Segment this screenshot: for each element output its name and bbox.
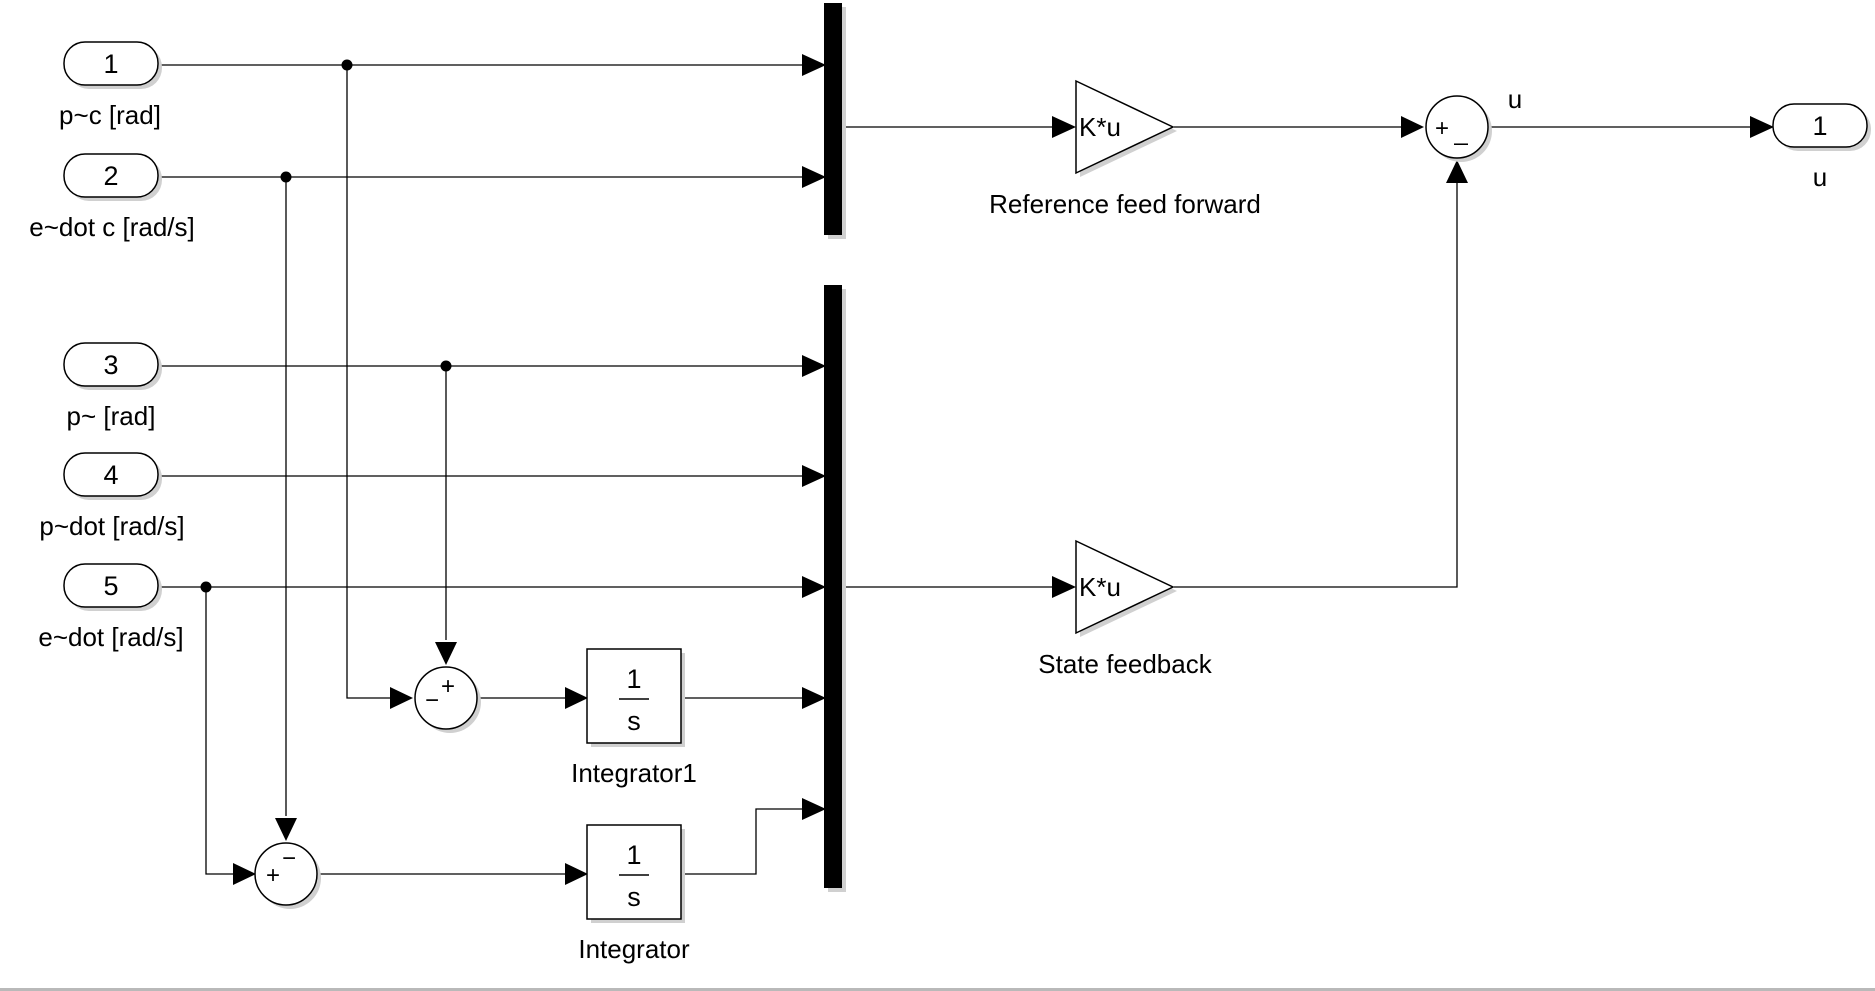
sum-integrator1[interactable]: − + <box>414 666 481 733</box>
arrow-outsum-bottom <box>1446 160 1468 183</box>
inport-2-shape <box>63 153 159 198</box>
wire-branch-in1 <box>346 65 398 699</box>
inport-2[interactable]: 2 e~dot c [rad/s] <box>29 153 195 242</box>
inport-3-label: p~ [rad] <box>67 401 156 431</box>
outport-1-shape <box>1772 103 1868 148</box>
sum-output-sign-b: _ <box>1453 119 1468 146</box>
inport-5-number: 5 <box>103 571 118 601</box>
inport-1-label: p~c [rad] <box>59 100 161 130</box>
integrator-numerator: 1 <box>626 840 641 870</box>
arrow-mux1-in2 <box>802 166 826 188</box>
gain-fb-text: K*u <box>1079 572 1121 602</box>
sum-integrator1-shape <box>414 666 478 730</box>
inport-1-shape <box>63 41 159 86</box>
inport-1[interactable]: 1 p~c [rad] <box>59 41 162 130</box>
inport-2-number: 2 <box>103 161 118 191</box>
inport-3[interactable]: 3 p~ [rad] <box>63 342 162 431</box>
branch-dot-in1 <box>341 59 353 71</box>
mux-bar-2 <box>824 285 842 888</box>
sum-integrator-sign-b: − <box>282 845 296 872</box>
inport-4-label: p~dot [rad/s] <box>39 511 184 541</box>
bottom-border <box>0 988 1875 991</box>
arrow-int1-in <box>565 687 588 709</box>
inport-4-shape <box>63 452 159 497</box>
gain-ff-shape <box>1075 79 1175 175</box>
sum-output[interactable]: + _ <box>1425 95 1492 162</box>
integrator1-denominator: s <box>627 706 641 736</box>
signal-u-label: u <box>1508 84 1522 114</box>
mux-2[interactable] <box>824 285 846 892</box>
mux-bar-1 <box>824 3 842 235</box>
arrow-sum1-left <box>390 687 413 709</box>
gain-reference-feed-forward[interactable]: K*u Reference feed forward <box>989 79 1261 219</box>
branch-dot-in3 <box>440 360 452 372</box>
inport-3-number: 3 <box>103 350 118 380</box>
arrow-mux2-in3 <box>802 576 826 598</box>
arrow-ff-gain-in <box>1052 116 1076 138</box>
arrow-sum2-left <box>233 863 256 885</box>
arrow-sum2-top <box>275 818 297 841</box>
inport-4[interactable]: 4 p~dot [rad/s] <box>39 452 185 541</box>
sum-output-shape <box>1425 95 1489 159</box>
integrator1-label: Integrator1 <box>571 758 697 788</box>
integrator1-block[interactable]: 1 s Integrator1 <box>571 648 697 788</box>
outport-1-number: 1 <box>1812 111 1827 141</box>
arrow-heads <box>233 54 1774 885</box>
arrow-sum1-top <box>435 642 457 665</box>
outport-1[interactable]: 1 u <box>1772 103 1871 192</box>
integrator1-shape <box>586 648 682 744</box>
inport-3-shape <box>63 342 159 387</box>
inport-5[interactable]: 5 e~dot [rad/s] <box>38 563 184 652</box>
sum-integrator1-sign-a: − <box>425 687 439 714</box>
gain-state-feedback[interactable]: K*u State feedback <box>1038 539 1213 679</box>
inport-1-number: 1 <box>103 49 118 79</box>
arrow-mux2-in1 <box>802 355 826 377</box>
inport-5-label: e~dot [rad/s] <box>38 622 183 652</box>
sum-integrator1-sign-b: + <box>441 673 455 700</box>
arrow-mux2-in2 <box>802 465 826 487</box>
inport-2-label: e~dot c [rad/s] <box>29 212 194 242</box>
arrow-outport-in <box>1750 116 1774 138</box>
integrator1-numerator: 1 <box>626 664 641 694</box>
gain-fb-shape <box>1075 539 1175 635</box>
branch-points <box>200 59 452 593</box>
arrow-mux2-in5 <box>802 798 826 820</box>
outport-1-label: u <box>1813 162 1827 192</box>
gain-fb-label: State feedback <box>1038 649 1212 679</box>
sum-integrator-sign-a: + <box>266 862 280 889</box>
signal-wires <box>160 64 1756 875</box>
inport-5-shape <box>63 563 159 608</box>
arrow-outsum-left <box>1401 116 1424 138</box>
arrow-int-in <box>565 863 588 885</box>
integrator-block[interactable]: 1 s Integrator <box>578 824 690 964</box>
wire-fb-sum <box>1174 178 1458 588</box>
sum-integrator[interactable]: + − <box>254 842 321 909</box>
branch-dot-in5 <box>200 581 212 593</box>
sum-output-sign-a: + <box>1435 115 1449 142</box>
wire-branch-in5 <box>205 587 238 875</box>
integrator-shape <box>586 824 682 920</box>
inport-4-number: 4 <box>103 460 118 490</box>
arrow-mux1-in1 <box>802 54 826 76</box>
wire-int-mux <box>683 808 808 875</box>
mux-1[interactable] <box>824 3 846 239</box>
gain-ff-text: K*u <box>1079 112 1121 142</box>
integrator-denominator: s <box>627 882 641 912</box>
arrow-fb-gain-in <box>1052 576 1076 598</box>
sum-integrator-shape <box>254 842 318 906</box>
branch-dot-in2 <box>280 171 292 183</box>
gain-ff-label: Reference feed forward <box>989 189 1261 219</box>
integrator-label: Integrator <box>578 934 690 964</box>
arrow-mux2-in4 <box>802 687 826 709</box>
